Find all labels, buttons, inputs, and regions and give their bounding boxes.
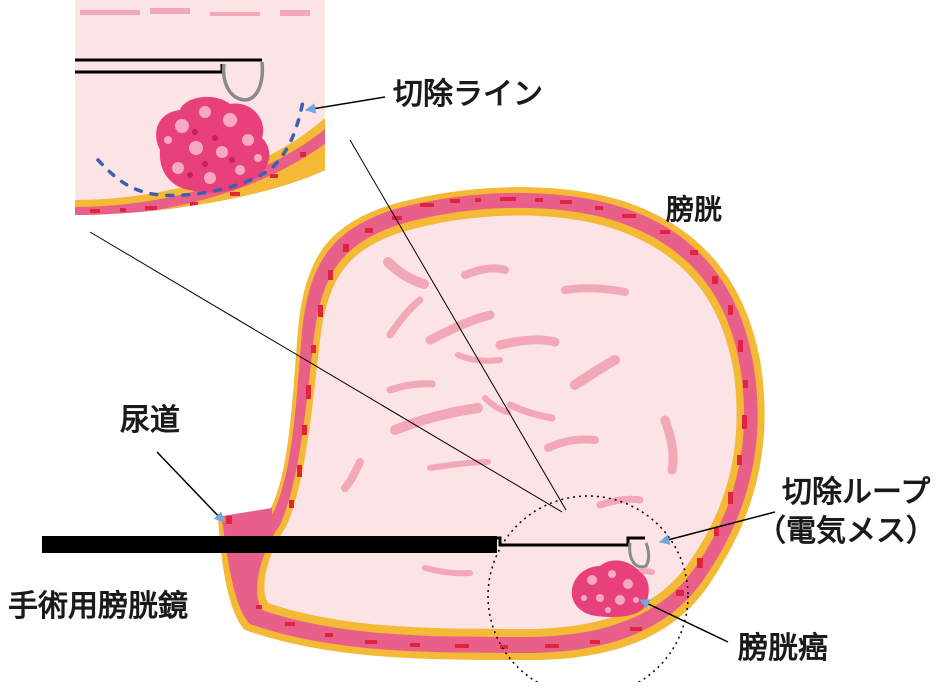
label-urethra: 尿道 <box>120 404 180 439</box>
label-cut-line: 切除ライン <box>393 78 543 113</box>
label-cancer: 膀胱癌 <box>738 632 828 667</box>
label-cystoscope: 手術用膀胱鏡 <box>8 590 188 625</box>
cystoscope-shaft <box>42 536 497 553</box>
inset-zoom <box>75 0 340 230</box>
label-loop-line1: 切除ループ <box>782 476 930 511</box>
bladder <box>218 187 765 660</box>
label-bladder: 膀胱 <box>666 194 722 226</box>
arrow-urethra <box>157 452 224 522</box>
label-loop-line2: （電気メス） <box>756 515 936 550</box>
